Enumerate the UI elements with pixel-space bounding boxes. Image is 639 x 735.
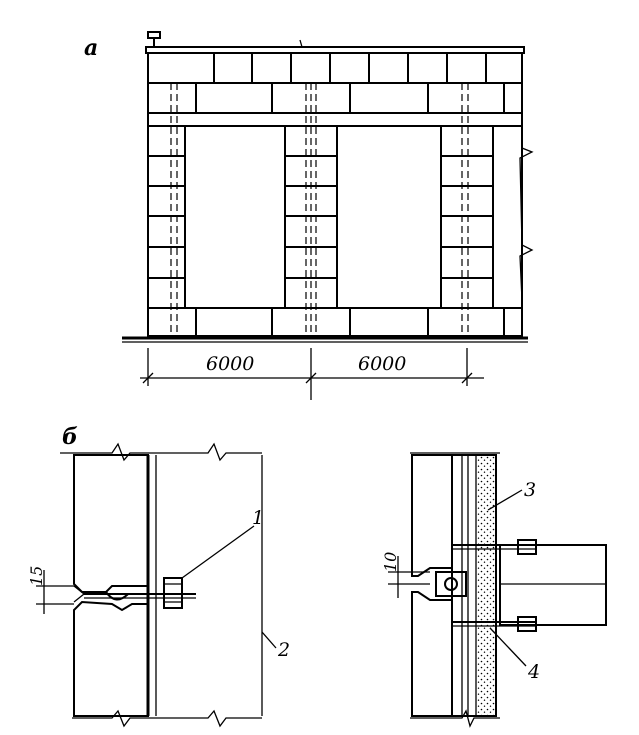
dimension-15: 15 [27,566,46,586]
roof-fitting [147,31,161,39]
pier-left [148,83,186,336]
window-opening-right [336,125,442,309]
wall-panel-lower [73,600,149,717]
wall-panel-upper [73,454,149,593]
anchor-plate [163,577,183,609]
base-block-course [148,307,522,336]
dimension-lines: 6000 6000 [140,348,484,400]
dimension-right: 6000 [358,353,406,375]
window-opening-left [184,125,286,309]
break-line [519,120,534,301]
section-detail-right: 10 3 4 [381,452,607,728]
upper-block-courses [148,53,522,127]
panel-lower [411,591,453,717]
dimension-left: 6000 [206,353,254,375]
wall-outline [147,52,523,337]
label-b: б [62,424,78,450]
callout-3: 3 [524,479,536,501]
elevation-view: a [84,31,534,400]
callout-2: 2 [277,639,290,661]
pier-middle [284,83,338,336]
panel-upper [411,454,453,577]
callout-1: 1 [252,507,264,529]
callout-4: 4 [527,661,540,683]
dimension-10: 10 [381,552,400,572]
pier-right [440,83,494,336]
section-detail-left: б 15 1 2 [27,424,290,728]
label-a: a [84,35,98,61]
beam-section [499,544,607,626]
